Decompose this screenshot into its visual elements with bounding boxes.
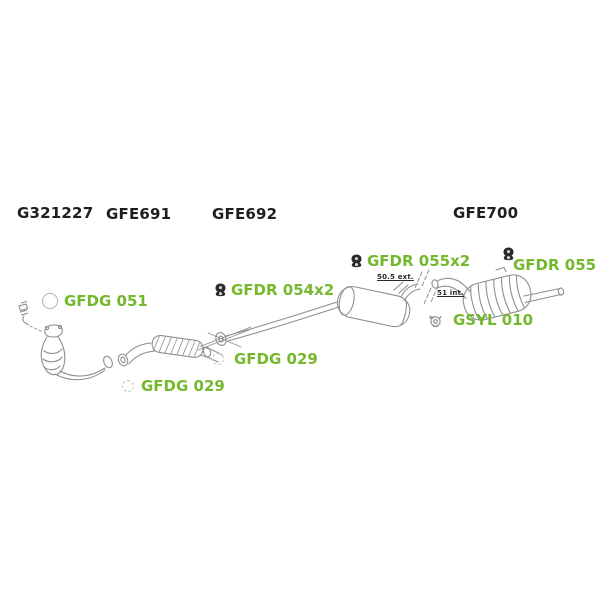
part-label-text: GFDG 029 [234, 350, 318, 368]
rubber-hanger-icon [503, 247, 514, 261]
rubber-hanger-icon [215, 283, 226, 297]
part-label-gfdr-055x2[interactable]: GFDR 055x2 [351, 252, 470, 270]
part-label-gfdg-029-center[interactable]: GFDG 029 [212, 350, 318, 368]
section-header-gfe691: GFE691 [106, 205, 172, 223]
measurement-51-int: 51 int. [437, 289, 464, 297]
clamp-icon [427, 312, 444, 329]
part-label-gfdg-029-front[interactable]: GFDG 029 [122, 377, 225, 395]
part-label-text: GFDR 054x2 [231, 281, 335, 299]
cut-marks [414, 269, 439, 305]
part-label-text: GFDR 055x2 [367, 252, 471, 270]
tailpipe-drawing [523, 287, 565, 304]
section-header-g321227: G321227 [17, 204, 94, 222]
flange-joint-drawing [197, 326, 252, 351]
part-label-text: GFDR 055 [513, 256, 597, 274]
gasket-ring-icon [42, 293, 58, 309]
rubber-hanger-icon [351, 254, 362, 268]
center-pipe-drawing [225, 301, 340, 342]
gasket-ring-dashed-icon [122, 380, 134, 392]
section-header-gfe692: GFE692 [212, 205, 278, 223]
part-label-gfdr-054x2[interactable]: GFDR 054x2 [215, 281, 334, 299]
oxygen-sensor-drawing [18, 300, 44, 333]
part-label-gfdg-051[interactable]: GFDG 051 [42, 292, 148, 310]
catalytic-converter-drawing [40, 324, 113, 381]
gasket-ring-dashed-icon [212, 353, 224, 365]
part-label-text: GSYL 010 [453, 311, 534, 329]
rear-muffler-drawing [462, 266, 532, 321]
center-muffler-drawing [336, 281, 421, 328]
part-label-text: GFDG 051 [64, 292, 148, 310]
measurement-50-5-ext: 50.5 ext. [377, 273, 414, 281]
flex-pipe-drawing [117, 334, 223, 367]
part-label-gsyl-010[interactable]: GSYL 010 [427, 311, 533, 329]
part-label-text: GFDG 029 [141, 377, 225, 395]
section-header-gfe700: GFE700 [453, 204, 519, 222]
